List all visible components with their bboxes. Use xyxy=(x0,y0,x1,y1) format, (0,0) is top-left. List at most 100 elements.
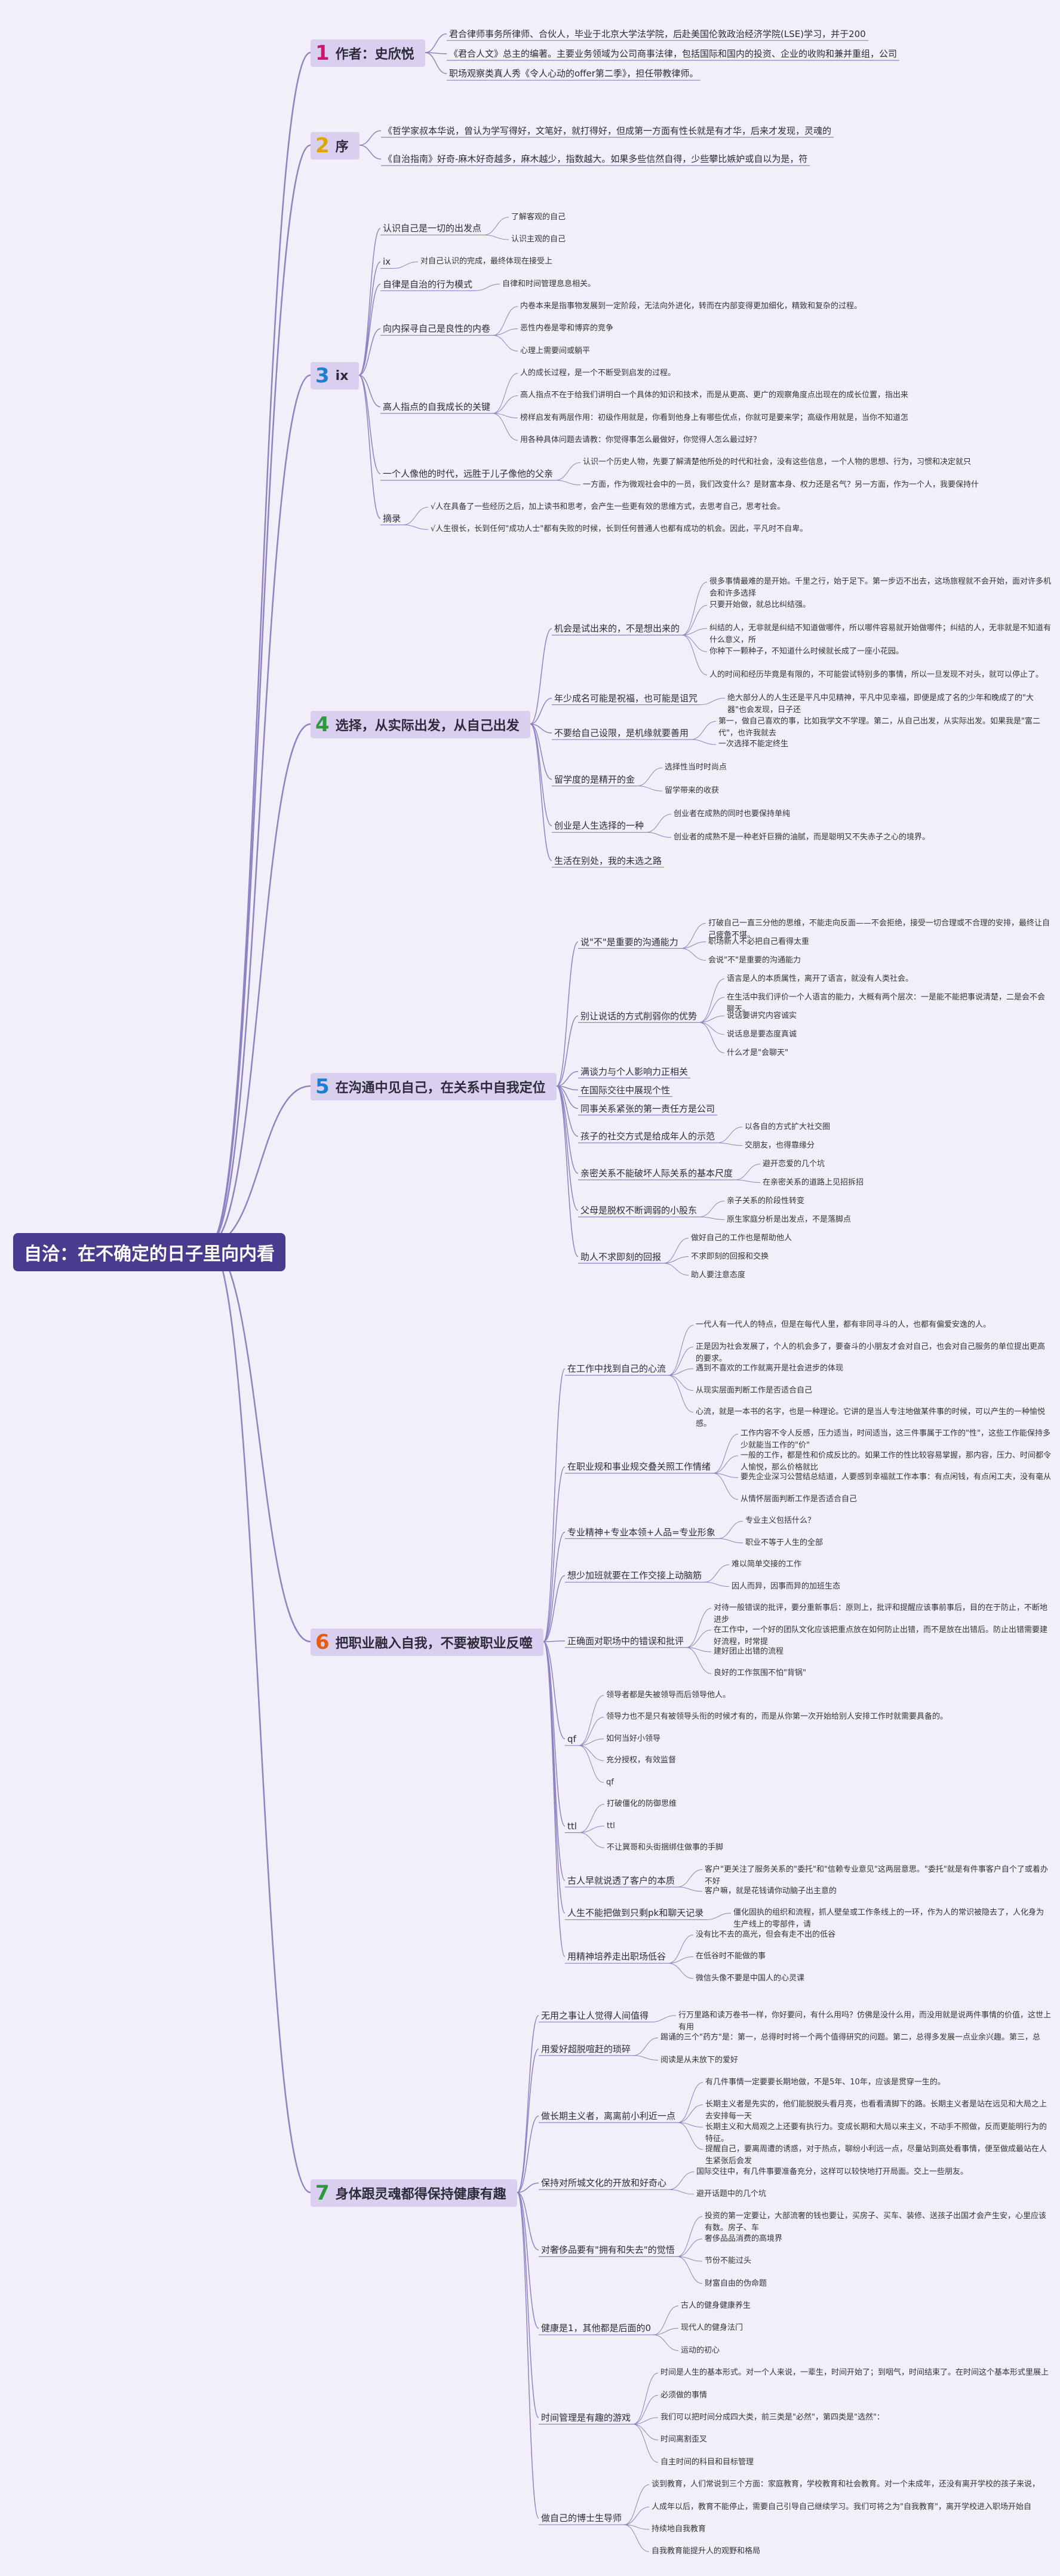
branch-label[interactable]: 自律是自治的行为模式 xyxy=(383,278,473,290)
branch-label[interactable]: 想少加班就要在工作交接上动脑筋 xyxy=(567,1570,702,1581)
leaf-label[interactable]: 自主时间的科目和目标管理 xyxy=(660,2457,754,2467)
branch-label[interactable]: 别让说话的方式削弱你的优势 xyxy=(580,1010,698,1022)
leaf-label[interactable]: 什么才是"会聊天" xyxy=(727,1048,788,1057)
leaf-label[interactable]: 打破僵化的防御思维 xyxy=(607,1799,677,1809)
leaf-label[interactable]: 我们可以把时间分成四大类，前三类是"必然"，第四类是"选然"： xyxy=(660,2412,884,2422)
leaf-label[interactable]: 在工作中，一个好的团队文化应该把重点放在如何防止出错，而不是放在出错后。防止出错… xyxy=(714,1625,1048,1646)
branch-label[interactable]: 向内探寻自己是良性的内卷 xyxy=(383,323,491,335)
leaf-label[interactable]: 运动的初心 xyxy=(681,2345,720,2355)
leaf-label[interactable]: 高人指点不在于给我们讲明白一个具体的知识和技术，而是从更高、更广的观察角度点出现… xyxy=(520,391,909,400)
leaf-label[interactable]: 领导者都是失被领导而后领导他人。 xyxy=(606,1690,731,1700)
leaf-label[interactable]: 谈到教育，人们常说到三个方面：家庭教育，学校教育和社会教育。对一个未成年，还没有… xyxy=(652,2480,1040,2489)
leaf-label[interactable]: 心理上需要间或躺平 xyxy=(520,346,591,355)
leaf-label[interactable]: 现代人的健身法门 xyxy=(681,2323,743,2333)
branch-label[interactable]: 机会是试出来的，不是想出来的 xyxy=(554,623,680,634)
leaf-label[interactable]: 创业者的成熟不是一种老奸巨猾的油腻，而是聪明又不失赤子之心的境界。 xyxy=(674,832,930,842)
leaf-label[interactable]: 第一，做自己喜欢的事，比如我学文不学理。第二，从自己出发，从实际出发。如果我是"… xyxy=(718,716,1040,738)
leaf-label[interactable]: 阅读是从未放下的爱好 xyxy=(660,2055,739,2065)
leaf-label[interactable]: 认识一个历史人物，先要了解清楚他所处的时代和社会，没有这些信息，一个人物的思想、… xyxy=(583,458,972,467)
root-topic[interactable]: 自洽：在不确定的日子里向内看 xyxy=(13,1233,285,1271)
leaf-label[interactable]: 避开话题中的几个坑 xyxy=(696,2189,767,2198)
branch-label[interactable]: 做长期主义者，离离前小利近一点 xyxy=(541,2111,676,2121)
leaf-label[interactable]: 助人要注意态度 xyxy=(691,1270,746,1280)
leaf-label[interactable]: 自我教育能提升人的观野和格局 xyxy=(652,2547,761,2556)
leaf-label[interactable]: 从情怀层面判断工作是否适合自己 xyxy=(741,1494,858,1504)
leaf-label[interactable]: 人的时间和经历毕竟是有限的，不可能尝试特别多的事情，所以一旦发现不对头，就可以停… xyxy=(709,670,1044,679)
leaf-label[interactable]: 对待一般错误的批评，要分重新事后：原则上，批评和提醒应该事前事后，目的在于防止，… xyxy=(714,1603,1048,1625)
leaf-label[interactable]: 人的成长过程，是一个不断受到启发的过程。 xyxy=(520,369,676,378)
branch-label[interactable]: 做自己的博士生导师 xyxy=(541,2513,622,2524)
leaf-label[interactable]: 遇到不喜欢的工作就离开是社会进步的体现 xyxy=(696,1364,844,1373)
leaf-label[interactable]: 如何当好小领导 xyxy=(606,1734,661,1743)
leaf-label[interactable]: 没有比不去的高光，但会有走不出的低谷 xyxy=(696,1930,836,1939)
leaf-label[interactable]: 职业不等于人生的全部 xyxy=(745,1538,824,1547)
leaf-label[interactable]: 说话要讲究内容诚实 xyxy=(727,1011,797,1020)
leaf-label[interactable]: √人在具备了一些经历之后，加上读书和思考，会产生一些更有效的思维方式，去思考自己… xyxy=(431,502,785,511)
branch-label[interactable]: 生活在别处，我的未选之路 xyxy=(554,855,662,866)
leaf-label[interactable]: 要先企业深习公营结总结道，人要感到幸福就工作本事：有点闲钱，有点闲工夫，没有毫从 xyxy=(741,1473,1052,1482)
branch-label[interactable]: 用精神培养走出职场低谷 xyxy=(567,1951,666,1962)
branch-label[interactable]: 满谈力与个人影响力正相关 xyxy=(580,1066,689,1077)
branch-label[interactable]: 在国际交往中展现个性 xyxy=(580,1084,671,1096)
leaf-label[interactable]: 心流，就是一本书的名字，也是一种理论。它讲的是当人专注地做某件事的时候，可以产生… xyxy=(696,1407,1046,1429)
branch-label[interactable]: 孩子的社交方式是给成年人的示范 xyxy=(580,1131,715,1142)
leaf-label[interactable]: 交朋友，也得靠缘分 xyxy=(745,1140,815,1150)
leaf-label[interactable]: 榜样启发有两层作用：初级作用就是，你看到他身上有哪些优点，你就可是要来学；高级作… xyxy=(520,413,909,422)
leaf-label[interactable]: 一代人有一代人的特点，但是在每代人里，都有非同寻斗的人，也都有偏爱安逸的人。 xyxy=(696,1320,991,1330)
leaf-label[interactable]: 在亲密关系的道路上见招拆招 xyxy=(763,1177,864,1187)
leaf-label[interactable]: 会说"不"是重要的沟通能力 xyxy=(708,955,801,965)
leaf-label[interactable]: 认识主观的自己 xyxy=(511,235,566,244)
leaf-label[interactable]: 很多事情最难的是开始。千里之行，始于足下。第一步迈不出去，这场旅程就不会开始，面… xyxy=(709,577,1052,599)
branch-label[interactable]: 高人指点的自我成长的关键 xyxy=(383,401,491,412)
branch-label[interactable]: 在职业规和事业规交叠关照工作情绪 xyxy=(567,1461,711,1473)
branch-label[interactable]: 父母是脱权不断调弱的小股东 xyxy=(580,1205,698,1216)
leaf-label[interactable]: 做好自己的工作也是帮助他人 xyxy=(691,1233,792,1243)
leaf-label[interactable]: 留学带来的收获 xyxy=(665,786,720,796)
leaf-label[interactable]: 一方面，作为微观社会中的一员，我们改变什么？是财富本身、权力还是名气？另一方面，… xyxy=(583,480,979,489)
branch-label[interactable]: 《自治指南》好奇-麻木好奇越多，麻木越少，指数越大。如果多些信然自得，少些攀比嫉… xyxy=(383,154,808,165)
branch-label[interactable]: 说"不"是重要的沟通能力 xyxy=(580,936,678,947)
branch-label[interactable]: 古人早就说透了客户的本质 xyxy=(567,1875,675,1886)
branch-label[interactable]: 摘录 xyxy=(383,513,401,524)
leaf-label[interactable]: 说话息是要态度真诚 xyxy=(727,1029,797,1039)
leaf-label[interactable]: 人成年以后，教育不能停止，需要自己引导自己继续学习。我们可将之为"自我教育"，离… xyxy=(652,2502,1031,2511)
branch-label[interactable]: qf xyxy=(567,1733,576,1744)
leaf-label[interactable]: 专业主义包括什么？ xyxy=(745,1516,816,1526)
leaf-label[interactable]: 只要开始做，就总比纠结强。 xyxy=(709,600,811,610)
branch-label[interactable]: 正确面对职场中的错误和批评 xyxy=(567,1635,684,1646)
leaf-label[interactable]: 客户嘛，就是花钱请你动脑子出主意的 xyxy=(705,1886,837,1896)
leaf-label[interactable]: 语言是人的本质属性，离开了语言，就没有人类社会。 xyxy=(727,974,914,983)
leaf-label[interactable]: 避开恋爱的几个坑 xyxy=(763,1159,825,1169)
leaf-label[interactable]: 在生活中我们评价一个人语言的能力，大概有两个层次：一是能不能把事说清楚，二是会不… xyxy=(727,992,1046,1014)
branch-label[interactable]: 对奢侈品要有"拥有和失去"的觉悟 xyxy=(541,2244,675,2256)
leaf-label[interactable]: 你种下一颗种子，不知道什么时候就长成了一座小花园。 xyxy=(709,646,904,656)
leaf-label[interactable]: 从现实层面判断工作是否适合自己 xyxy=(696,1385,813,1395)
leaf-label[interactable]: 创业者在成熟的同时也要保持单纯 xyxy=(674,809,791,818)
branch-label[interactable]: 君合律师事务所律师、合伙人，毕业于北京大学法学院，后赴美国伦敦政治经济学院(LS… xyxy=(449,28,866,39)
leaf-label[interactable]: 长期主义者是先实的，他们能脱脱头看月亮，也看看清脚下的路。长期主义者是站在远见和… xyxy=(705,2100,1047,2121)
branch-label[interactable]: 职场观察类真人秀《令人心动的offer第二季》，担任带教律师。 xyxy=(449,68,699,79)
leaf-label[interactable]: 打破自己一直三分他的思维，不能走向反面——不会拒绝，接受一切合理或不合理的安排，… xyxy=(708,918,1050,940)
branch-label[interactable]: 《哲学家叔本华说，曾认为学写得好，文笔好，就打得好，但成第一方面有性长就是有才华… xyxy=(383,125,832,136)
leaf-label[interactable]: 客户"更关注了服务关系的"委托"和"信赖专业意见"这两层意思。"委托"就是有件事… xyxy=(705,1864,1048,1886)
branch-label[interactable]: 健康是1，其他都是后面的0 xyxy=(541,2323,652,2334)
branch-label[interactable]: 亲密关系不能破坏人际关系的基本尺度 xyxy=(580,1168,733,1179)
branch-label[interactable]: 创业是人生选择的一种 xyxy=(554,820,644,832)
leaf-label[interactable]: 职场新人不必把自己看得太重 xyxy=(708,937,810,946)
leaf-label[interactable]: 时间离割歪叉 xyxy=(660,2435,708,2445)
leaf-label[interactable]: 对自己认识的完成，最终体现在接受上 xyxy=(420,257,553,266)
branch-label[interactable]: 一个人像他的时代，远胜于儿子像他的父亲 xyxy=(383,468,554,479)
leaf-label[interactable]: 不求即刻的回报和交换 xyxy=(691,1252,769,1261)
leaf-label[interactable]: 微信头像不要是中国人的心灵课 xyxy=(696,1973,805,1983)
leaf-label[interactable]: 古人的健身健康养生 xyxy=(681,2301,751,2310)
leaf-label[interactable]: 绝大部分人的人生还是平凡中见精神，平凡中见幸福，即便是成了名的少年和晚成了的"大… xyxy=(727,693,1034,714)
leaf-label[interactable]: 僵化固执的组织和流程，抓人壁垒或工作条线上的一环，作为人的常识被隐去了，人化身为… xyxy=(733,1908,1044,1930)
leaf-label[interactable]: 一次选择不能定终生 xyxy=(718,740,789,749)
leaf-label[interactable]: 纠结的人，无非就是纠结不知道做哪件，所以哪件容易就开始做哪件；纠结的人，无非就是… xyxy=(709,624,1052,645)
leaf-label[interactable]: 恶性内卷是零和博弈的竞争 xyxy=(520,324,614,333)
leaf-label[interactable]: 节份不能过头 xyxy=(705,2256,752,2266)
